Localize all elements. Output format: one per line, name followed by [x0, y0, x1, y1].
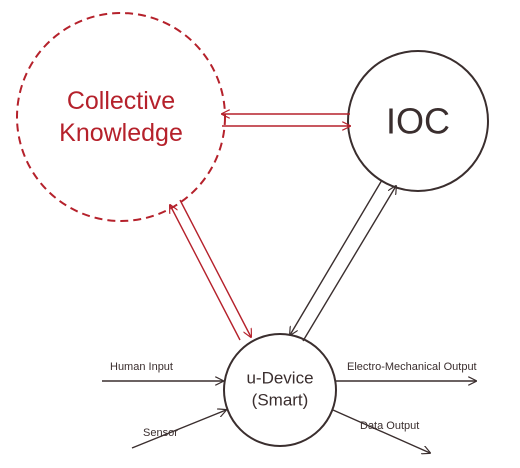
ioc-u-device-connection	[290, 179, 396, 342]
ck-ioc-connection	[222, 114, 350, 126]
data-output-label: Data Output	[360, 420, 419, 432]
ioc-to-u-device-arrow	[290, 179, 383, 335]
u-device-circle	[223, 333, 337, 447]
u-device-label-line2: (Smart)	[252, 391, 309, 410]
ioc-node: IOC	[347, 50, 489, 192]
collective-knowledge-node: Collective Knowledge	[16, 12, 226, 222]
ioc-circle	[347, 50, 489, 192]
sensor-label: Sensor	[143, 427, 178, 439]
human-input: Human Input	[102, 361, 223, 381]
ioc-label: IOC	[386, 101, 450, 142]
collective-knowledge-label-line1: Collective	[67, 87, 175, 115]
sensor-input: Sensor	[131, 410, 226, 449]
u-device-label-line1: u-Device	[246, 369, 313, 388]
u-device-to-ck-arrow	[170, 205, 241, 341]
collective-knowledge-label-line2: Knowledge	[59, 119, 183, 147]
data-output: Data Output	[332, 409, 430, 453]
human-input-label: Human Input	[110, 361, 173, 373]
sensor-arrow	[131, 410, 226, 449]
collective-knowledge-circle	[16, 12, 226, 222]
u-device-to-ioc-arrow	[302, 186, 396, 342]
data-output-arrow	[332, 409, 430, 453]
ck-u-device-connection	[170, 199, 251, 341]
u-device-node: u-Device (Smart)	[223, 333, 337, 447]
ck-to-u-device-arrow	[179, 199, 251, 337]
electro-mechanical-output: Electro-Mechanical Output	[336, 361, 477, 381]
electro-mechanical-output-label: Electro-Mechanical Output	[347, 361, 477, 373]
